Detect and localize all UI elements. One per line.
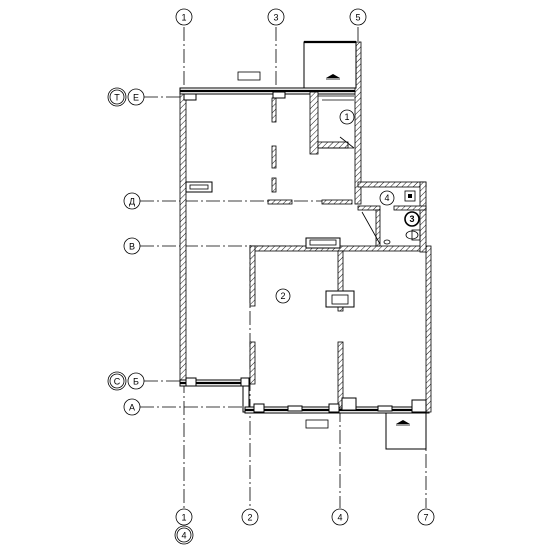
axis-bubble-4-bottom: 4 xyxy=(331,508,349,526)
door-wc xyxy=(361,211,381,245)
window-mark-bottom xyxy=(305,419,329,429)
column-a2 xyxy=(287,405,303,412)
stair-base xyxy=(317,141,349,149)
axis-bubble-v: В xyxy=(123,237,141,255)
axis-label: А xyxy=(129,403,135,413)
axis-label: Д xyxy=(129,197,135,207)
wc-div-wall xyxy=(375,209,381,247)
column-a4 xyxy=(341,397,357,411)
wc-mid-wall-2 xyxy=(393,205,427,211)
porch-bottom xyxy=(385,412,427,450)
column-a1 xyxy=(253,403,265,413)
axis-label: Т xyxy=(114,93,120,103)
column-a3 xyxy=(328,403,340,413)
axis-bubble-5-top: 5 xyxy=(349,8,367,26)
window-mark-top xyxy=(237,71,261,81)
axis-label: 1 xyxy=(181,13,186,23)
axis-bubble-d: Д xyxy=(123,192,141,210)
wc-top-wall xyxy=(357,181,427,188)
axis-bubble-a: А xyxy=(123,398,141,416)
duct-v-inner xyxy=(309,239,337,246)
axis-bubble-1-top: 1 xyxy=(175,8,193,26)
wc-right-wall xyxy=(419,181,427,253)
axis-bubble-b: Б xyxy=(127,372,145,390)
partition-4 xyxy=(267,199,293,205)
room-label: 1 xyxy=(344,112,349,122)
axis-label: В xyxy=(129,242,135,252)
axis-bubble-1-bottom: 1 xyxy=(175,508,193,526)
column-a6 xyxy=(411,399,427,413)
axis-label: 2 xyxy=(247,513,252,523)
wall-left xyxy=(179,93,187,387)
wall-block-e xyxy=(183,93,197,101)
wall-right-lower xyxy=(425,245,432,413)
axis-label: 7 xyxy=(423,513,428,523)
partition-3 xyxy=(271,177,277,193)
room-label: 2 xyxy=(280,291,285,301)
room-numbers: 1 2 3 4 xyxy=(275,109,420,304)
vent-left-inner xyxy=(189,184,209,190)
partition-1 xyxy=(271,97,277,123)
room-number-3: 3 xyxy=(404,211,420,227)
partition-5 xyxy=(321,199,353,205)
axis-bubble-s-extra: С xyxy=(107,371,127,391)
room-number-4: 4 xyxy=(379,190,395,206)
column-b2 xyxy=(240,377,250,387)
axis-label: 4 xyxy=(337,513,342,523)
column-room2 xyxy=(325,290,355,308)
axis-bubble-4-sub: 4 xyxy=(174,525,194,545)
room-number-1: 1 xyxy=(339,109,355,125)
axis-bubble-7-bottom: 7 xyxy=(417,508,435,526)
axis-label: 1 xyxy=(181,513,186,523)
column-a5 xyxy=(377,405,393,412)
duct-v xyxy=(305,237,341,249)
wall-axis2-upper xyxy=(249,245,256,307)
wc-mid-wall xyxy=(357,205,381,211)
wall-block-3 xyxy=(272,91,286,99)
axis-label: Б xyxy=(133,377,139,387)
axis-label: С xyxy=(114,377,121,387)
axis-label: 4 xyxy=(181,531,186,541)
column-room2-inner xyxy=(331,294,349,305)
porch-top xyxy=(303,41,357,89)
room-label: 3 xyxy=(409,214,414,224)
axis-label: 3 xyxy=(273,13,278,23)
door-room1 xyxy=(339,136,355,149)
axis-label: 5 xyxy=(355,13,360,23)
sink-drain xyxy=(408,194,412,198)
room-label: 4 xyxy=(384,193,389,203)
room-number-2: 2 xyxy=(275,288,291,304)
entrance-arrow-top xyxy=(326,74,340,78)
axis-label: Е xyxy=(133,93,139,103)
entrance-arrow-bottom xyxy=(396,420,410,424)
wall-axis4-upper xyxy=(337,250,344,312)
toilet-tank xyxy=(411,229,421,241)
sink xyxy=(404,190,416,202)
partition-2 xyxy=(271,145,277,169)
vent-left xyxy=(185,181,213,193)
wall-axis4-lower xyxy=(337,341,344,409)
wall-axis2-lower xyxy=(249,341,256,385)
stair-wall xyxy=(309,91,319,155)
wall-right-upper xyxy=(354,41,362,205)
toilet-bowl xyxy=(405,230,419,240)
axis-bubble-t-extra: Т xyxy=(107,87,127,107)
walls xyxy=(179,40,432,450)
axis-bubbles: 1 3 5 1 4 2 4 7 xyxy=(107,8,435,545)
column-b1 xyxy=(185,377,197,387)
fixture-small xyxy=(383,239,391,245)
axis-bubble-2-bottom: 2 xyxy=(241,508,259,526)
axis-bubble-e: Е xyxy=(127,88,145,106)
axis-bubble-3-top: 3 xyxy=(267,8,285,26)
